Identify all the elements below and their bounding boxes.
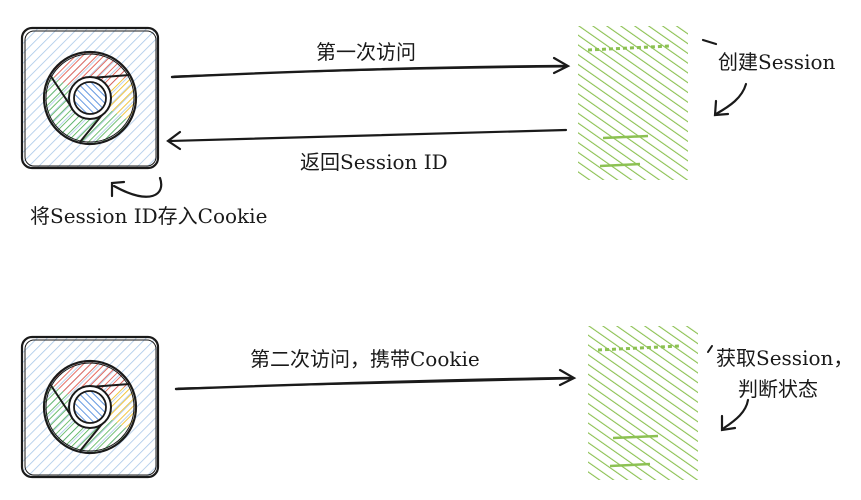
server-block-icon bbox=[586, 324, 700, 482]
create-session-label: 创建Session bbox=[718, 50, 836, 74]
get-session-label: 获取Session， bbox=[716, 346, 854, 370]
first-visit-label: 第一次访问 bbox=[316, 40, 416, 64]
return-session-label: 返回Session ID bbox=[300, 150, 448, 174]
response-arrow bbox=[166, 128, 568, 151]
second-visit-label: 第二次访问，携带Cookie bbox=[250, 347, 480, 371]
store-cookie-label: 将Session ID存入Cookie bbox=[30, 204, 268, 228]
create-session-arrow bbox=[701, 38, 748, 117]
chrome-browser-icon bbox=[20, 335, 160, 479]
second-request-arrow bbox=[174, 368, 577, 391]
chrome-browser-icon bbox=[20, 26, 160, 170]
judge-state-label: 判断状态 bbox=[738, 377, 818, 401]
get-session-arrow bbox=[707, 345, 750, 432]
store-cookie-arrow bbox=[110, 176, 163, 198]
server-block-icon bbox=[576, 24, 690, 182]
request-arrow bbox=[170, 56, 571, 79]
